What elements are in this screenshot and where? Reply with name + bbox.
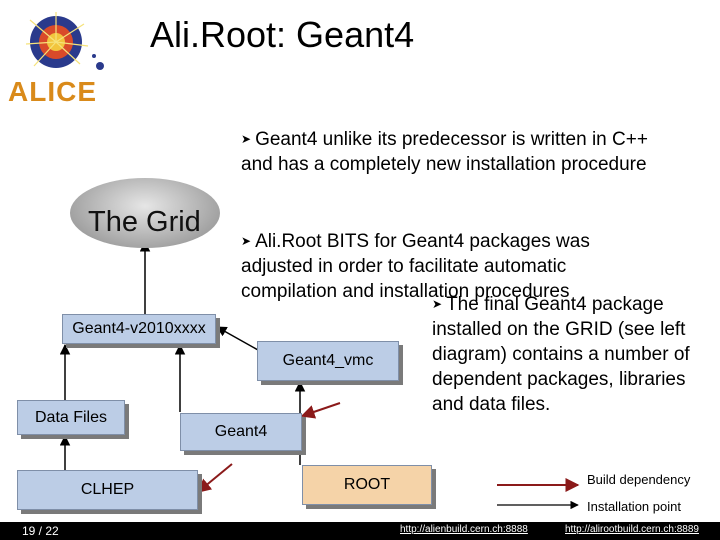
slide-title: Ali.Root: Geant4 [150, 14, 415, 55]
bullet-1: ➤Geant4 unlike its predecessor is writte… [241, 127, 681, 177]
alice-logo-icon [25, 12, 104, 70]
node-clhep: CLHEP [17, 470, 198, 510]
bullet-2: ➤Ali.Root BITS for Geant4 packages was a… [241, 229, 651, 304]
bullet-1-text: Geant4 unlike its predecessor is written… [241, 129, 648, 175]
alice-logo [4, 4, 116, 104]
footer-bar [0, 522, 720, 540]
node-geant4-v2010: Geant4-v2010xxxx [62, 314, 216, 344]
link-alienbuild[interactable]: http://alienbuild.cern.ch:8888 [400, 524, 528, 535]
link-alirootbuild[interactable]: http://alirootbuild.cern.ch:8889 [565, 524, 699, 535]
the-grid-node [70, 178, 220, 248]
build-dep-vmc [300, 402, 341, 419]
node-geant4-vmc: Geant4_vmc [257, 341, 399, 381]
legend-build-dependency: Build dependency [587, 472, 691, 487]
logo-text: ALICE [8, 76, 97, 107]
connector-vmc [216, 326, 259, 351]
build-dep-clhep [196, 463, 233, 493]
the-grid-label: The Grid [88, 206, 201, 238]
page-number: 19 / 22 [22, 524, 59, 538]
node-geant4: Geant4 [180, 413, 302, 451]
bullet-3-text: The final Geant4 package installed on th… [432, 294, 690, 415]
legend-installation-point: Installation point [587, 499, 681, 514]
arrow-bullet-icon: ➤ [241, 132, 252, 146]
node-data-files: Data Files [17, 400, 125, 435]
arrow-bullet-icon: ➤ [241, 234, 252, 248]
node-root: ROOT [302, 465, 432, 505]
bullet-2-text: Ali.Root BITS for Geant4 packages was ad… [241, 231, 590, 302]
arrow-bullet-icon: ➤ [432, 297, 443, 311]
bullet-3: ➤The final Geant4 package installed on t… [432, 292, 714, 417]
